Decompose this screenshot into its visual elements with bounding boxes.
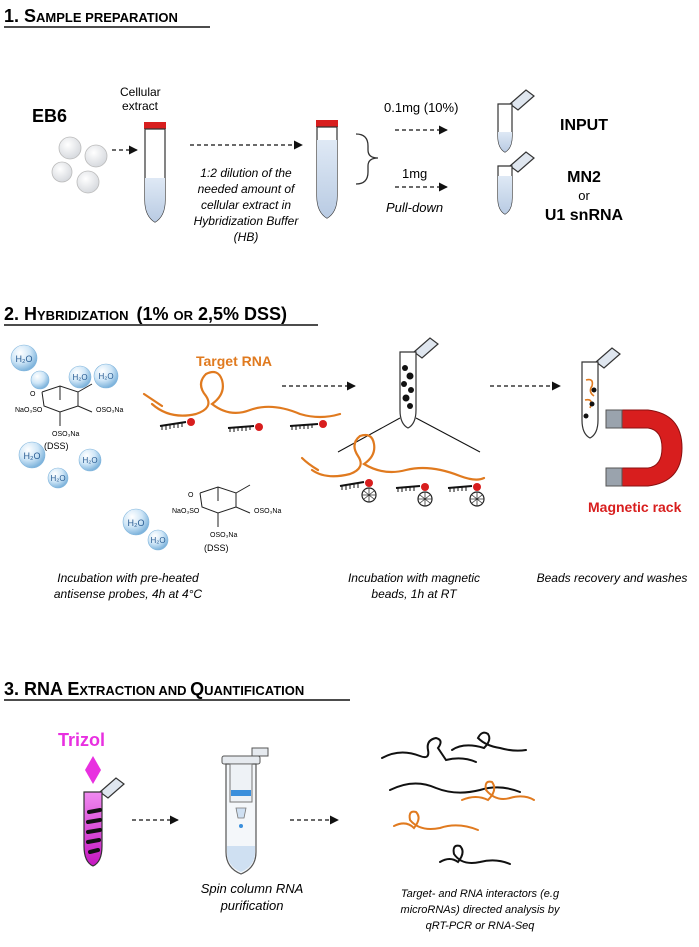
dilution-line: 1:2 dilution of the xyxy=(200,166,292,180)
spin-caption: Spin column RNA xyxy=(201,881,304,896)
zoom-line-right xyxy=(415,417,481,453)
water-molecules-top: H₂O H₂O H₂O H₂O H₂O H₂O xyxy=(10,344,119,489)
cellular-extract-label-1: Cellular xyxy=(120,85,161,99)
caption-incubation-beads: beads, 1h at RT xyxy=(371,587,458,601)
cell xyxy=(51,161,73,183)
svg-text:H₂O: H₂O xyxy=(50,474,65,483)
svg-text:H₂O: H₂O xyxy=(16,354,33,364)
bead-tube xyxy=(399,337,439,429)
dss-label: (DSS) xyxy=(44,441,69,451)
cell xyxy=(58,136,82,160)
water-drop: H₂O xyxy=(78,448,102,472)
magnet-icon xyxy=(605,409,683,487)
svg-text:H₂O: H₂O xyxy=(72,373,87,382)
svg-text:OSO₃Na: OSO₃Na xyxy=(96,407,123,414)
svg-text:OSO₃Na: OSO₃Na xyxy=(52,431,79,438)
cellular-extract-label-2: extract xyxy=(122,99,159,113)
section-2-title: 2. HYBRIDIZATION(1% OR 2,5% DSS) xyxy=(4,304,287,324)
dilution-line: Hybridization Buffer xyxy=(194,214,300,228)
water-drop: H₂O xyxy=(122,508,150,536)
cell xyxy=(76,170,100,194)
svg-text:OSO₃Na: OSO₃Na xyxy=(210,532,237,539)
svg-text:NaO₃SO: NaO₃SO xyxy=(172,508,200,515)
dss-structure-2: O NaO₃SO OSO₃Na OSO₃Na (DSS) xyxy=(172,484,281,553)
water-drop xyxy=(30,370,50,390)
dilution-line: cellular extract in xyxy=(201,198,291,212)
trizol-drop-icon xyxy=(85,756,101,784)
washed-bead-tube xyxy=(581,347,621,439)
dilution-line: (HB) xyxy=(234,230,259,244)
section-2-hybridization: 2. HYBRIDIZATION(1% OR 2,5% DSS) H₂O H₂O… xyxy=(4,304,687,601)
caption-beads-recovery: Beads recovery and washes xyxy=(537,571,688,585)
cell-line-label: EB6 xyxy=(32,106,67,126)
pulldown-amount-label: 1mg xyxy=(402,166,427,181)
or-label: or xyxy=(578,188,590,203)
input-amount-label: 0.1mg (10%) xyxy=(384,100,458,115)
spin-column-icon xyxy=(221,747,269,875)
dss-label: (DSS) xyxy=(204,543,229,553)
water-drop: H₂O xyxy=(93,363,119,389)
svg-text:OSO₃Na: OSO₃Na xyxy=(254,508,281,515)
caption-incubation-probes: Incubation with pre-heated xyxy=(57,571,199,585)
analysis-caption: qRT-PCR or RNA-Seq xyxy=(426,920,536,932)
water-drop: H₂O xyxy=(47,467,69,489)
section-3-title: 3. RNA EXTRACTION AND QUANTIFICATION xyxy=(4,679,304,699)
dilution-line: needed amount of xyxy=(198,182,296,196)
water-drop: H₂O xyxy=(10,344,38,372)
section-1-title: 1. SAMPLE PREPARATION xyxy=(4,6,178,26)
magnetic-rack-label: Magnetic rack xyxy=(588,499,682,515)
target-rna-label: Target RNA xyxy=(196,353,272,369)
water-drop: H₂O xyxy=(147,529,169,551)
water-drop: H₂O xyxy=(18,441,46,469)
antisense-probes xyxy=(159,418,327,432)
svg-text:H₂O: H₂O xyxy=(150,536,165,545)
trizol-tube xyxy=(83,777,125,867)
analysis-caption: microRNAs) directed analysis by xyxy=(401,904,561,916)
svg-text:H₂O: H₂O xyxy=(128,518,145,528)
svg-text:H₂O: H₂O xyxy=(98,372,113,381)
probes-with-beads xyxy=(339,479,485,507)
u1-snrna-label: U1 snRNA xyxy=(545,207,624,224)
rna-molecules xyxy=(381,731,535,865)
pulldown-label: Pull-down xyxy=(386,200,443,215)
svg-text:H₂O: H₂O xyxy=(24,451,41,461)
rna-with-beads xyxy=(300,433,486,481)
caption-incubation-beads: Incubation with magnetic xyxy=(348,571,480,585)
pulldown-eppendorf xyxy=(497,151,535,215)
input-label: INPUT xyxy=(560,117,608,134)
analysis-caption: Target- and RNA interactors (e.g xyxy=(401,888,560,900)
mn2-label: MN2 xyxy=(567,169,601,186)
svg-text:O: O xyxy=(30,391,36,398)
input-eppendorf xyxy=(497,89,535,153)
svg-text:H₂O: H₂O xyxy=(82,456,97,465)
section-1-sample-preparation: 1. SAMPLE PREPARATION EB6 Cellular extra… xyxy=(4,6,624,244)
svg-text:O: O xyxy=(188,492,194,499)
cells-cluster xyxy=(51,136,108,194)
water-drop: H₂O xyxy=(68,365,92,389)
dilution-text: 1:2 dilution of the needed amount of cel… xyxy=(194,166,300,244)
caption-incubation-probes: antisense probes, 4h at 4°C xyxy=(54,587,203,601)
section-3-rna-extraction: 3. RNA EXTRACTION AND QUANTIFICATION Tri… xyxy=(4,679,561,932)
target-rna-with-probes xyxy=(142,370,342,419)
water-molecules-bottom: H₂O H₂O xyxy=(122,508,169,551)
spin-caption: purification xyxy=(220,898,284,913)
split-brace xyxy=(355,133,379,185)
tube-cap-red xyxy=(316,120,338,127)
dss-structure-1: O NaO₃SO OSO₃Na OSO₃Na (DSS) xyxy=(15,383,123,451)
tube-cap-red xyxy=(144,122,166,129)
diluted-tube xyxy=(316,120,338,219)
trizol-label: Trizol xyxy=(58,730,105,750)
svg-text:NaO₃SO: NaO₃SO xyxy=(15,407,43,414)
cell xyxy=(84,144,108,168)
extract-tube xyxy=(144,122,166,223)
